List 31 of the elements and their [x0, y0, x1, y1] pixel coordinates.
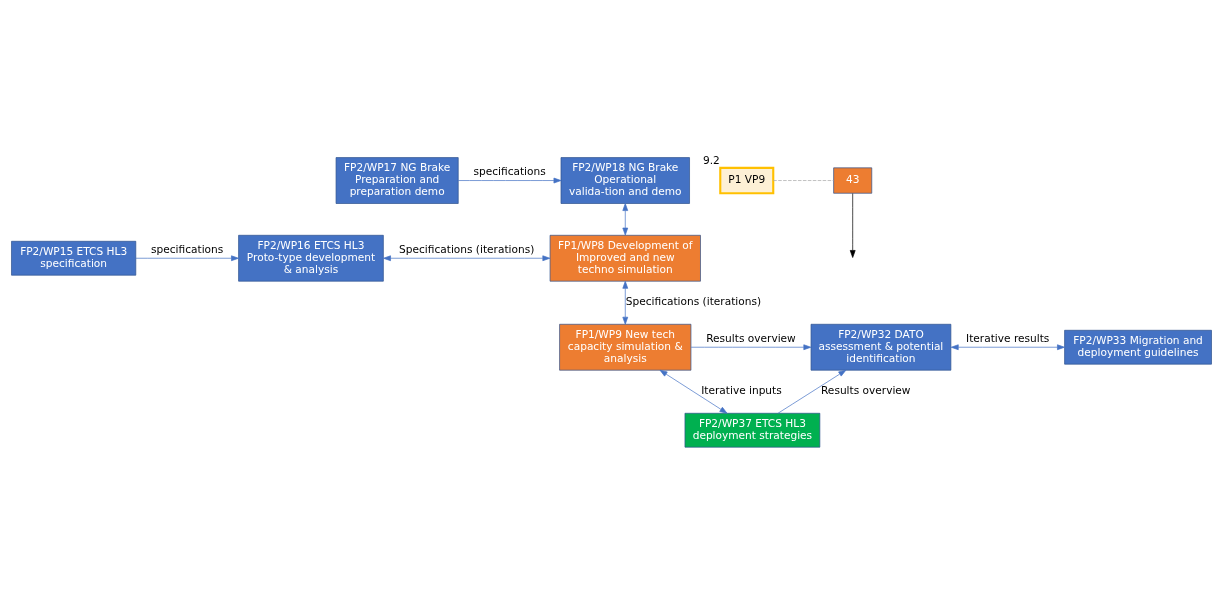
- edge-label: Specifications (iterations): [625, 294, 762, 307]
- arrow: [135, 254, 239, 261]
- arrow: [690, 343, 812, 350]
- arrow: [659, 369, 728, 414]
- arrow: [457, 177, 562, 183]
- node-box: FP2/WP17 NG Brake Preparation and preparation demo: [335, 156, 459, 204]
- arrow: [383, 254, 551, 261]
- edge-label: specifications: [151, 242, 224, 255]
- node-box: FP2/WP18 NG Brake Operational valida-tion and demo: [560, 156, 690, 204]
- arrow: [950, 343, 1065, 350]
- edge-label: Results overview: [821, 383, 911, 396]
- arrow: [622, 280, 629, 325]
- node-box: P1 VP9: [719, 166, 775, 194]
- arrow: [849, 192, 856, 258]
- node-box: FP2/WP33 Migration and deployment guidelines: [1064, 329, 1212, 365]
- node-label: 9.2: [703, 153, 720, 166]
- node-box: FP1/WP9 New tech capacity simulation & analysis: [559, 323, 692, 371]
- edge-label: Results overview: [706, 331, 796, 344]
- edge-label: Iterative results: [966, 331, 1050, 344]
- arrow: [777, 369, 847, 414]
- edge-label: Specifications (iterations): [399, 242, 535, 255]
- connector: [772, 179, 834, 181]
- node-box: FP1/WP8 Development of Improved and new techno simulation: [549, 234, 701, 282]
- edge-label: Iterative inputs: [701, 383, 782, 396]
- node-box: FP2/WP16 ETCS HL3 Proto-type development & analysis: [238, 234, 384, 282]
- node-box: FP2/WP15 ETCS HL3 specification: [11, 240, 137, 276]
- arrow: [622, 202, 629, 235]
- node-box: FP2/WP37 ETCS HL3 deployment strategies: [684, 412, 821, 448]
- node-box: FP2/WP32 DATO assessment & potential identification: [810, 323, 952, 371]
- edge-label: specifications: [473, 164, 546, 177]
- node-box: 43: [833, 166, 873, 194]
